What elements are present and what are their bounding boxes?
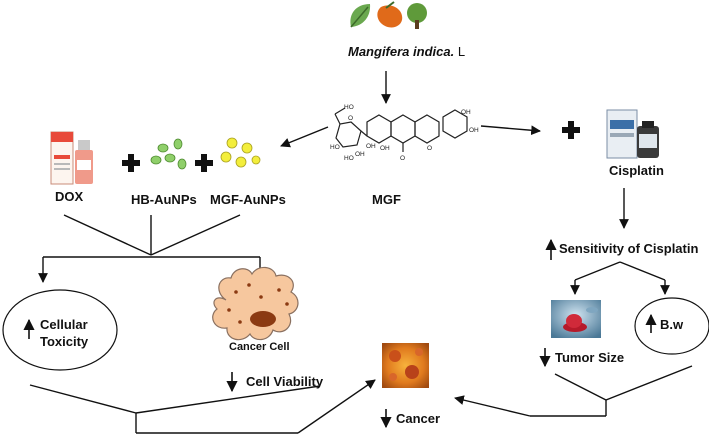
- svg-text:OH: OH: [366, 143, 376, 150]
- svg-text:OH: OH: [355, 151, 365, 158]
- cancer-cell-image: [212, 266, 299, 341]
- hb-aunps-nanoparticles: [150, 138, 187, 170]
- cisplatin-label: Cisplatin: [609, 163, 664, 178]
- body-weight-ellipse: [634, 297, 709, 355]
- svg-text:HO: HO: [330, 144, 340, 151]
- mango-fruit-icon: [377, 1, 403, 28]
- arrow-mgf-to-left: [280, 126, 329, 148]
- mgf-aunps-nanoparticles: [220, 137, 261, 168]
- source-plant-label: Mangifera indica. L: [348, 44, 465, 59]
- mgf-aunps-label: MGF-AuNPs: [210, 192, 286, 207]
- cancer-image: [382, 343, 429, 388]
- tumor-image: [551, 300, 601, 338]
- svg-text:O: O: [400, 155, 405, 162]
- plus-icon: [562, 121, 580, 139]
- cancer-cell-label: Cancer Cell: [229, 341, 290, 353]
- dox-label: DOX: [55, 189, 84, 204]
- svg-text:OH: OH: [461, 109, 471, 116]
- cell-viability-label: Cell Viability: [246, 374, 324, 389]
- source-plant-name: Mangifera indica.: [348, 44, 455, 59]
- cancer-label: Cancer: [396, 411, 441, 426]
- arrow-mgf-to-right: [480, 125, 541, 136]
- cisplatin-product-image: [606, 109, 659, 159]
- svg-text:OH: OH: [469, 127, 479, 134]
- plus-icon: [195, 154, 213, 172]
- source-plant-suffix: L: [454, 44, 466, 59]
- body-weight-label: B.w: [660, 317, 684, 332]
- cellular-toxicity-label: Cellular Toxicity: [40, 317, 89, 349]
- svg-text:HO: HO: [344, 104, 354, 111]
- tumor-size-label: Tumor Size: [555, 350, 625, 365]
- tree-icon: [407, 3, 427, 29]
- mgf-molecule-structure: [334, 107, 468, 152]
- right-bottom-connector: [454, 365, 693, 417]
- plus-icon: [122, 154, 140, 172]
- herb-leaf-icon: [350, 4, 371, 28]
- cellular-toxicity-ellipse: [2, 289, 118, 371]
- svg-text:HO: HO: [344, 155, 354, 162]
- left-combination-connector: [38, 214, 265, 283]
- hb-aunps-label: HB-AuNPs: [131, 192, 197, 207]
- sensitivity-of-cisplatin-label: Sensitivity of Cisplatin: [559, 241, 699, 256]
- dox-product-image: [50, 131, 93, 185]
- mgf-molecule-atom-labels: HO O HO HO OH OH OH O O OH OH: [330, 104, 479, 162]
- svg-text:O: O: [427, 145, 432, 152]
- right-split-connector: [570, 261, 670, 295]
- mgf-label: MGF: [372, 192, 401, 207]
- left-bottom-connector: [29, 379, 376, 434]
- svg-text:OH: OH: [380, 145, 390, 152]
- svg-text:O: O: [348, 115, 353, 122]
